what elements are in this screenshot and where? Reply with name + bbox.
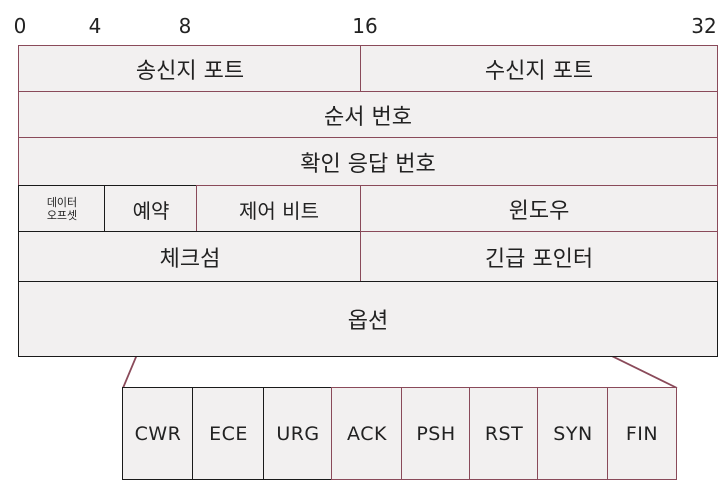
bit-tick-4: 4	[88, 14, 102, 38]
sequence-number-field: 순서 번호	[18, 91, 718, 139]
control-bits-field: 제어 비트	[196, 185, 362, 233]
urgent-pointer-field: 긴급 포인터	[360, 231, 718, 283]
flag-syn: SYN	[537, 387, 609, 480]
flag-urg: URG	[263, 387, 333, 480]
checksum-field: 체크섬	[18, 231, 362, 283]
window-field: 윈도우	[360, 185, 718, 233]
flag-cwr: CWR	[122, 387, 194, 480]
flag-fin: FIN	[607, 387, 677, 480]
data-offset-field: 데이터 오프셋	[18, 185, 106, 233]
data-offset-label-line1: 데이터	[46, 196, 78, 209]
flag-ece: ECE	[192, 387, 265, 480]
bit-tick-0: 0	[13, 14, 27, 38]
options-field: 옵션	[18, 281, 718, 357]
flag-ack: ACK	[331, 387, 403, 480]
flag-rst: RST	[469, 387, 539, 480]
bit-tick-8: 8	[178, 14, 192, 38]
bit-tick-32: 32	[691, 14, 717, 38]
ack-number-field: 확인 응답 번호	[18, 137, 718, 187]
source-port-field: 송신지 포트	[18, 45, 362, 93]
reserved-field: 예약	[104, 185, 198, 233]
flag-psh: PSH	[401, 387, 471, 480]
dest-port-field: 수신지 포트	[360, 45, 718, 93]
bit-tick-16: 16	[352, 14, 378, 38]
data-offset-label-line2: 오프셋	[46, 209, 78, 222]
